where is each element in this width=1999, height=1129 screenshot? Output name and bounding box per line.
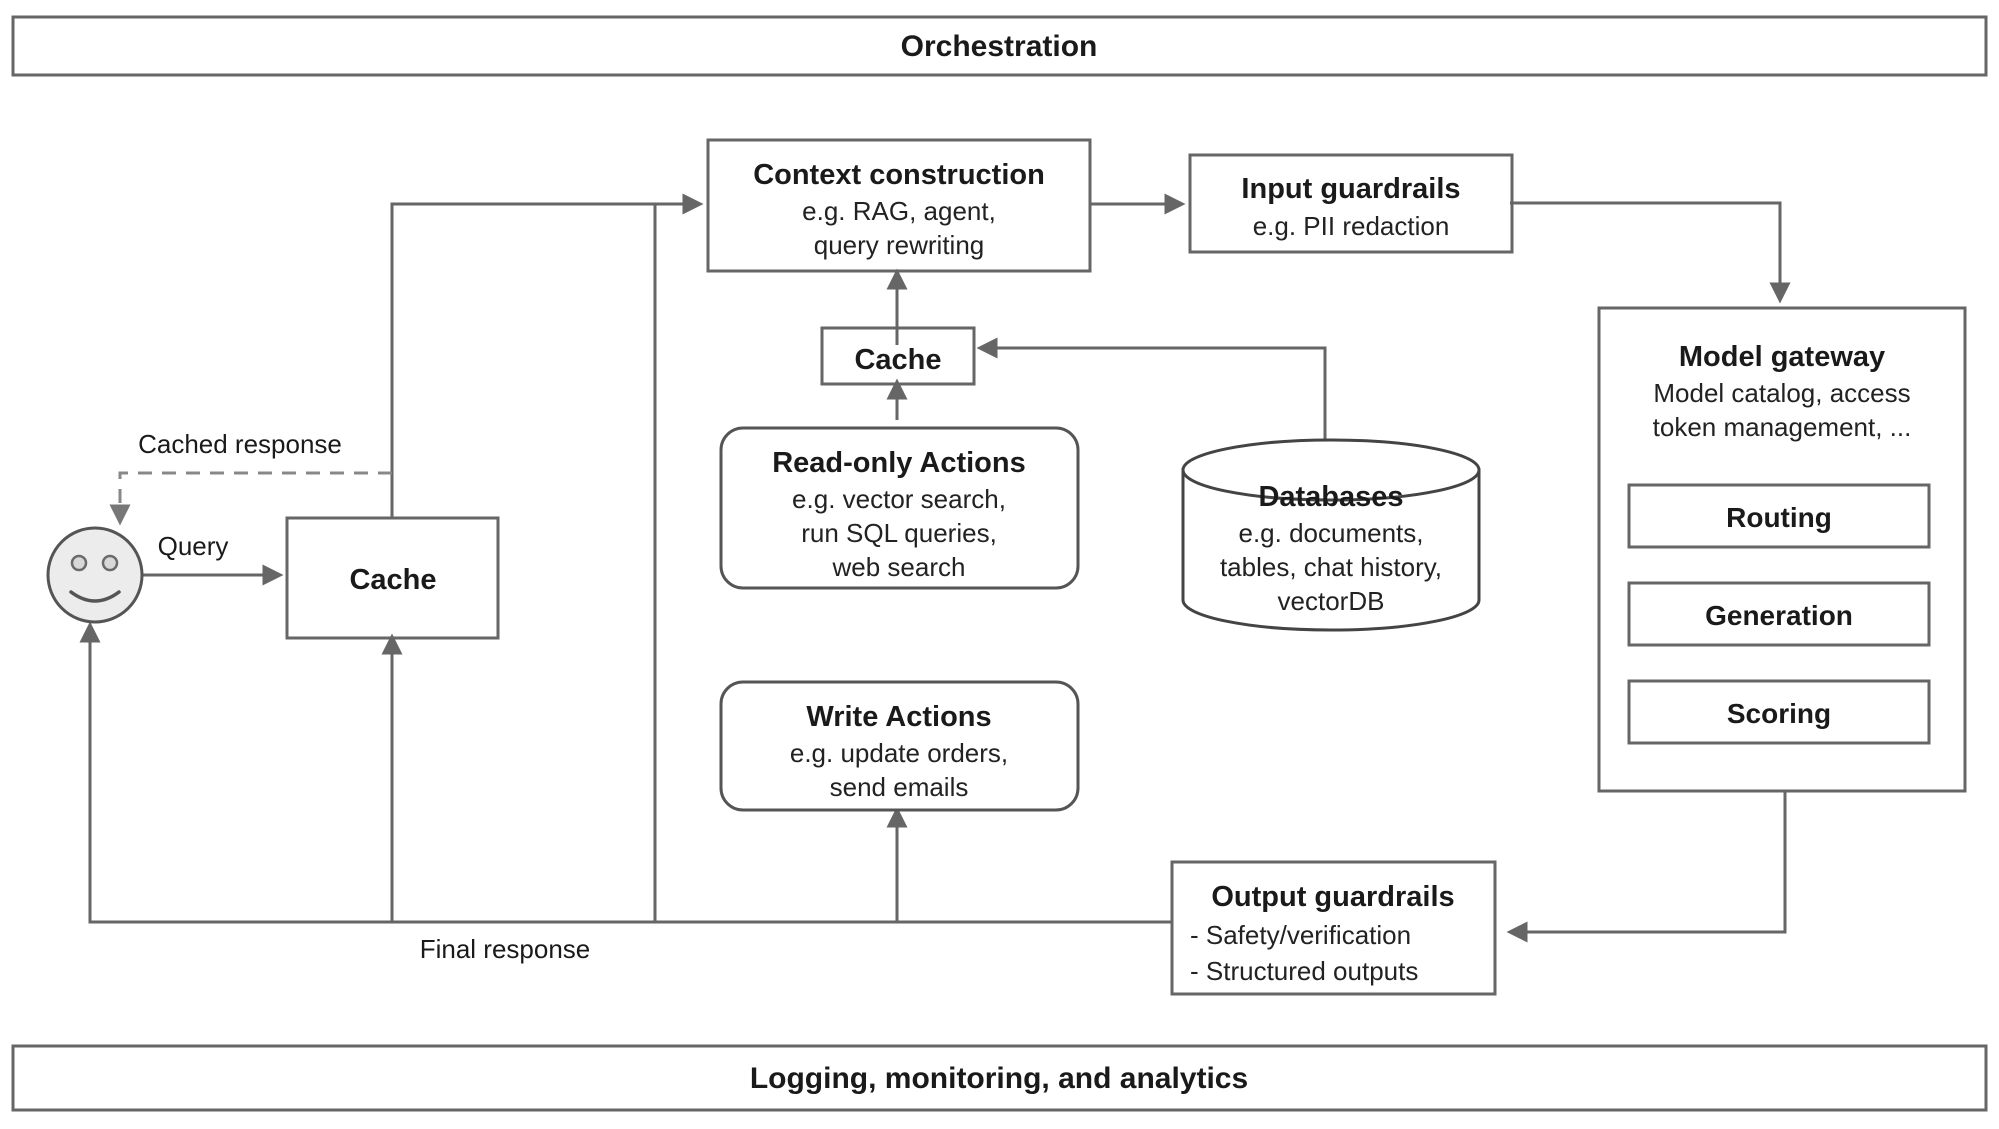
model-gateway-child-scoring-label: Scoring (1727, 698, 1831, 729)
databases-node[interactable]: Databases e.g. documents, tables, chat h… (1181, 438, 1481, 632)
write-actions-line2: send emails (830, 772, 969, 802)
user-face (46, 526, 144, 624)
read-only-actions-node[interactable]: Read-only Actions e.g. vector search, ru… (719, 426, 1080, 590)
inner-cache-title: Cache (854, 344, 941, 376)
output-guardrails-node[interactable]: Output guardrails - Safety/verification … (1170, 860, 1497, 996)
orchestration-banner: Orchestration (11, 15, 1988, 77)
eye-left-icon (70, 554, 88, 572)
query-label: Query (158, 531, 229, 561)
model-gateway-line2: token management, ... (1653, 412, 1912, 442)
edge-cache-to-context (390, 193, 704, 518)
context-construction-line1: e.g. RAG, agent, (802, 196, 996, 226)
output-guardrails-line2: - Structured outputs (1190, 956, 1418, 986)
model-gateway-node[interactable]: Model gateway Model catalog, access toke… (1597, 306, 1967, 793)
databases-title: Databases (1258, 481, 1403, 513)
read-only-actions-line2: run SQL queries, (801, 518, 997, 548)
context-construction-title: Context construction (753, 159, 1045, 191)
output-guardrails-title: Output guardrails (1211, 881, 1454, 913)
databases-line2: tables, chat history, (1220, 552, 1442, 582)
inner-cache-node[interactable]: Cache (820, 326, 976, 386)
input-guardrails-line1: e.g. PII redaction (1253, 211, 1450, 241)
edge-gateway-to-outputguardrails (1506, 791, 1787, 943)
model-gateway-child-generation-label: Generation (1705, 600, 1853, 631)
smile-icon (69, 590, 121, 603)
final-response-label: Final response (420, 934, 591, 964)
model-gateway-child-routing-label: Routing (1726, 502, 1832, 533)
edge-query: Query (140, 531, 284, 586)
user-cache-title: Cache (349, 564, 436, 596)
model-gateway-line1: Model catalog, access (1653, 378, 1910, 408)
input-guardrails-node[interactable]: Input guardrails e.g. PII redaction (1188, 153, 1514, 254)
logging-banner: Logging, monitoring, and analytics (11, 1044, 1988, 1112)
model-gateway-child-routing[interactable]: Routing (1627, 483, 1931, 549)
read-only-actions-line3: web search (832, 552, 966, 582)
output-guardrails-line1: - Safety/verification (1190, 920, 1411, 950)
logging-banner-label: Logging, monitoring, and analytics (750, 1062, 1248, 1095)
eye-right-icon (101, 554, 119, 572)
model-gateway-title: Model gateway (1679, 341, 1885, 373)
edge-final-response: Final response (79, 621, 1172, 964)
user-cache-node[interactable]: Cache (285, 516, 500, 640)
edge-inputguardrails-to-gateway (1510, 201, 1791, 304)
context-construction-node[interactable]: Context construction e.g. RAG, agent, qu… (706, 138, 1092, 273)
orchestration-banner-label: Orchestration (901, 30, 1098, 63)
databases-line3: vectorDB (1278, 586, 1385, 616)
model-gateway-child-generation[interactable]: Generation (1627, 581, 1931, 647)
edge-cached-response: Cached response (109, 429, 392, 526)
context-construction-line2: query rewriting (814, 230, 985, 260)
read-only-actions-line1: e.g. vector search, (792, 484, 1006, 514)
input-guardrails-title: Input guardrails (1241, 173, 1460, 205)
write-actions-title: Write Actions (806, 701, 991, 733)
cached-response-label: Cached response (138, 429, 342, 459)
write-actions-node[interactable]: Write Actions e.g. update orders, send e… (719, 680, 1080, 812)
edge-databases-to-innercache (976, 337, 1327, 440)
write-actions-line1: e.g. update orders, (790, 738, 1008, 768)
databases-line1: e.g. documents, (1239, 518, 1424, 548)
model-gateway-child-scoring[interactable]: Scoring (1627, 679, 1931, 745)
read-only-actions-title: Read-only Actions (772, 447, 1026, 479)
